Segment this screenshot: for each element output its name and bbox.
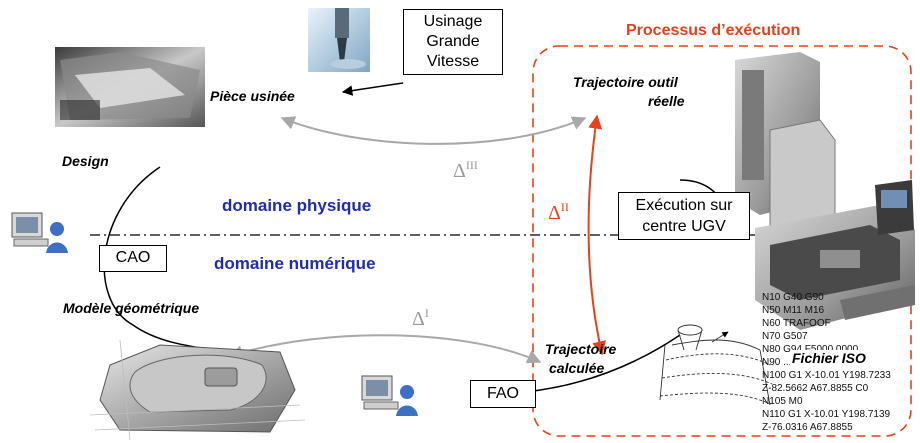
iso-line: N110 G1 X-10.01 Y198.7139 <box>762 409 891 420</box>
delta-iii-index: III <box>465 158 478 172</box>
fao-to-toolpath-curve <box>524 334 681 393</box>
delta-i-arrow <box>228 334 542 364</box>
iso-line: N50 M11 M16 <box>762 305 825 316</box>
ugv-line-2: Grande <box>426 33 480 50</box>
delta-ii-index: II <box>560 200 569 214</box>
label-calculee: calculée <box>549 360 605 376</box>
iso-line: N60 TRAFOOF <box>762 318 831 329</box>
iso-line: N80 G94 F5000.0000 <box>762 344 858 355</box>
iso-line: Z-82.5662 A67.8855 C0 <box>762 383 869 394</box>
exec-line-2: centre UGV <box>642 218 726 235</box>
delta-ii-symbol: Δ <box>548 202 561 224</box>
label-domaine-numerique: domaine numérique <box>214 254 376 273</box>
spindle-tool-photo <box>308 8 370 72</box>
delta-ii-arrow <box>587 114 607 356</box>
label-trajectoire-outil: Trajectoire outil <box>573 74 678 90</box>
delta-iii-label: ΔIII <box>453 158 478 183</box>
label-reelle: réelle <box>648 93 685 109</box>
cnc-machine-photo <box>735 52 915 330</box>
exec-line-1: Exécution sur <box>635 197 733 214</box>
delta-iii-arrow <box>280 116 587 145</box>
label-domaine-physique: domaine physique <box>222 196 372 215</box>
label-piece-usinee: Pièce usinée <box>210 88 295 104</box>
machined-part-photo <box>55 47 205 127</box>
iso-line: N90 ... <box>762 357 792 368</box>
iso-line: N10 G40 G90 <box>762 292 824 303</box>
iso-line: N100 G1 X-10.01 Y198.7233 <box>762 370 891 381</box>
delta-i-label: ΔI <box>412 306 429 331</box>
ugv-line-1: Usinage <box>423 13 483 30</box>
ugv-box: Usinage Grande Vitesse <box>403 9 503 75</box>
label-trajectoire: Trajectoire <box>545 341 617 357</box>
label-design: Design <box>62 153 109 169</box>
delta-ii-label: ΔII <box>548 200 569 225</box>
iso-line: N70 G507 <box>762 331 808 342</box>
exec-box: Exécution sur centre UGV <box>618 192 750 240</box>
fao-box: FAO <box>470 380 536 408</box>
label-fichier-iso: Fichier ISO <box>790 350 868 366</box>
ugv-line-3: Vitesse <box>426 53 480 70</box>
computer-user-icon-fao <box>361 375 418 416</box>
delta-iii-symbol: Δ <box>453 160 466 182</box>
execution-region <box>532 45 912 437</box>
delta-i-symbol: Δ <box>412 308 425 330</box>
iso-line: Z-76.0316 A67.8855 <box>762 422 853 433</box>
cao-box: CAO <box>99 245 167 272</box>
delta-i-index: I <box>424 306 429 320</box>
toolpath-sketch <box>659 324 773 406</box>
iso-line: N105 M0 <box>762 396 803 407</box>
computer-user-icon <box>11 212 68 253</box>
cad-model-shape <box>89 339 306 441</box>
label-modele-geometrique: Modèle géométrique <box>63 300 200 316</box>
ugv-to-piece-arrow <box>341 82 404 96</box>
execution-title: Processus d’exécution <box>626 22 801 39</box>
